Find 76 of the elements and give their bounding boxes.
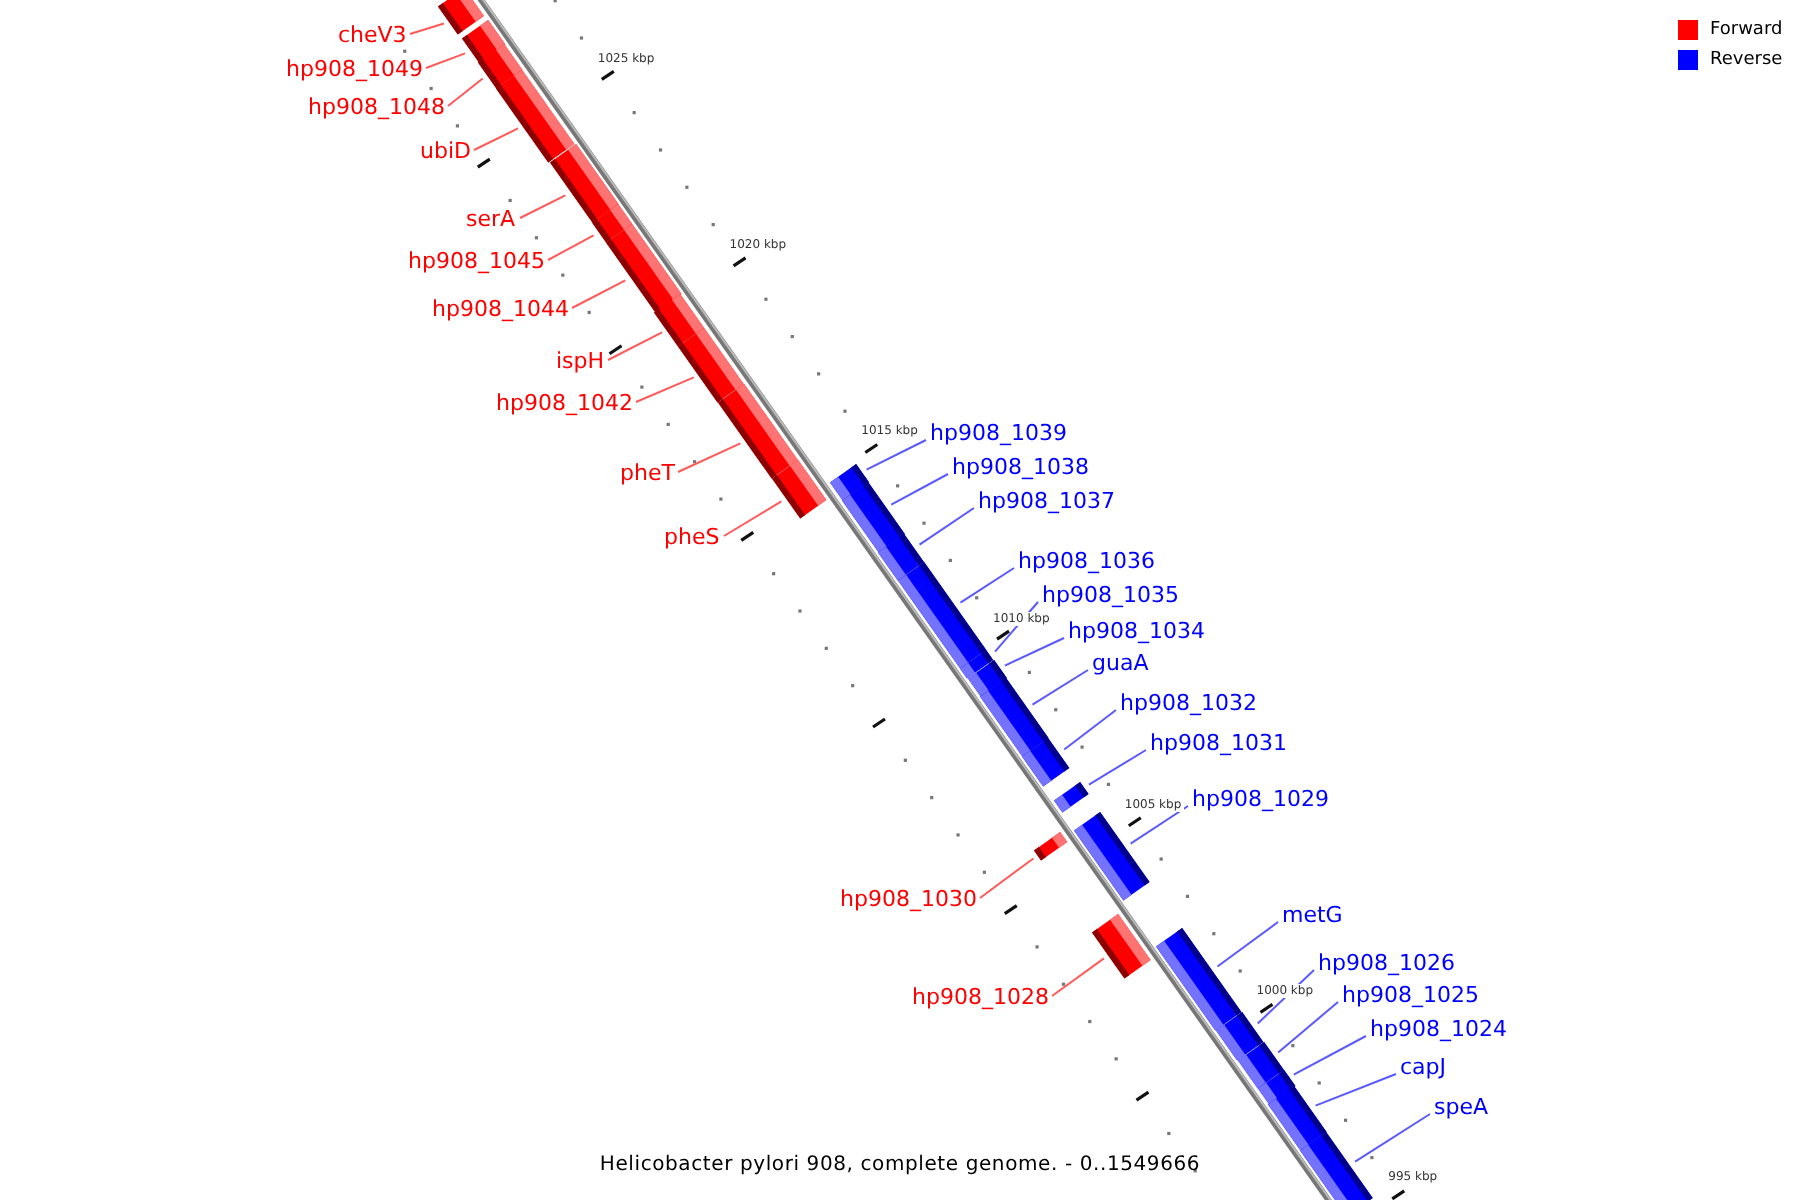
leader-line: [1277, 1001, 1339, 1054]
gene-arrow-block: [1022, 738, 1070, 787]
gene-label: metG: [1282, 902, 1343, 928]
gene-label: hp908_1044: [432, 296, 569, 322]
leader-line: [918, 507, 975, 546]
gene-label: capJ: [1400, 1054, 1447, 1080]
leader-line: [1031, 669, 1089, 706]
gene-label: hp908_1049: [286, 56, 423, 82]
leader-line: [1314, 1073, 1397, 1107]
leader-line: [890, 473, 949, 506]
gene-label: hp908_1036: [1018, 548, 1155, 574]
gene-label: guaA: [1092, 650, 1149, 676]
gene-label: hp908_1024: [1370, 1016, 1507, 1042]
gene-label: ispH: [556, 348, 605, 374]
gene-label: pheT: [620, 460, 675, 486]
leader-line: [473, 127, 519, 151]
leader-line: [447, 77, 484, 107]
gene-label: hp908_1031: [1150, 730, 1287, 756]
caption: Helicobacter pylori 908, complete genome. - 0..1549666: [599, 1154, 1201, 1176]
legend-label: Reverse: [1710, 50, 1783, 72]
gene-arrow-block: [718, 383, 799, 478]
gene-label: hp908_1029: [1192, 786, 1329, 812]
leader-line: [865, 439, 927, 471]
leader-line: [723, 500, 783, 537]
gene-label: hp908_1026: [1318, 950, 1455, 976]
gene-label: hp908_1034: [1068, 618, 1205, 644]
gene-label: cheV3: [338, 22, 407, 48]
gene-arrow-block: [980, 678, 1049, 757]
gene-arrow-block: [678, 327, 745, 402]
leader-line: [1216, 921, 1279, 968]
gene-label: pheS: [664, 524, 720, 550]
gene-label: hp908_1038: [952, 454, 1089, 480]
gene-arrow-block: [1074, 812, 1151, 901]
gene-arrow-block: [1034, 831, 1068, 860]
gene-arrow-block: [438, 0, 485, 34]
gene-label: hp908_1048: [308, 94, 445, 120]
leader-line: [1063, 709, 1117, 751]
leader-line: [959, 567, 1015, 604]
gene-label: hp908_1025: [1342, 982, 1479, 1008]
gene-arrow-block: [605, 223, 682, 312]
leader-line: [425, 52, 467, 69]
gene-label: hp908_1039: [930, 420, 1067, 446]
gene-arrow-block: [772, 459, 827, 518]
leader-line: [979, 857, 1035, 899]
leader-line: [635, 376, 695, 403]
gene-arrow-block: [496, 69, 576, 162]
gene-label: hp908_1028: [912, 984, 1049, 1010]
gene-label: hp908_1037: [978, 488, 1115, 514]
gene-arrow-block: [1092, 913, 1152, 978]
leader-line: [547, 234, 595, 261]
gene-label: serA: [466, 206, 516, 232]
gene-label: hp908_1042: [496, 390, 633, 416]
gene-arrow-block: [549, 143, 618, 222]
leader-line: [677, 442, 742, 473]
leader-line: [409, 22, 445, 35]
gene-label: hp908_1045: [408, 248, 545, 274]
gene-label: hp908_1035: [1042, 582, 1179, 608]
leader-line: [571, 279, 627, 309]
gene-arrow-block: [1053, 782, 1089, 813]
leader-line: [1292, 1035, 1367, 1076]
gene-arrow-block: [1300, 1132, 1374, 1200]
leader-line: [1354, 1113, 1431, 1163]
leader-line: [607, 331, 664, 361]
leader-line: [519, 194, 567, 219]
leader-line: [1051, 957, 1105, 997]
legend-label: Forward: [1710, 20, 1783, 42]
gene-label: speA: [1434, 1094, 1489, 1120]
gene-label: ubiD: [420, 138, 471, 164]
leader-line: [1003, 637, 1065, 667]
gene-label: hp908_1032: [1120, 690, 1257, 716]
gene-arrow-block: [841, 482, 905, 553]
leader-line: [1087, 749, 1147, 786]
gene-label: hp908_1030: [840, 886, 977, 912]
leader-line: [1129, 805, 1189, 845]
gene-arrow-block: [1156, 928, 1243, 1031]
gene-arrow-block: [898, 562, 987, 669]
